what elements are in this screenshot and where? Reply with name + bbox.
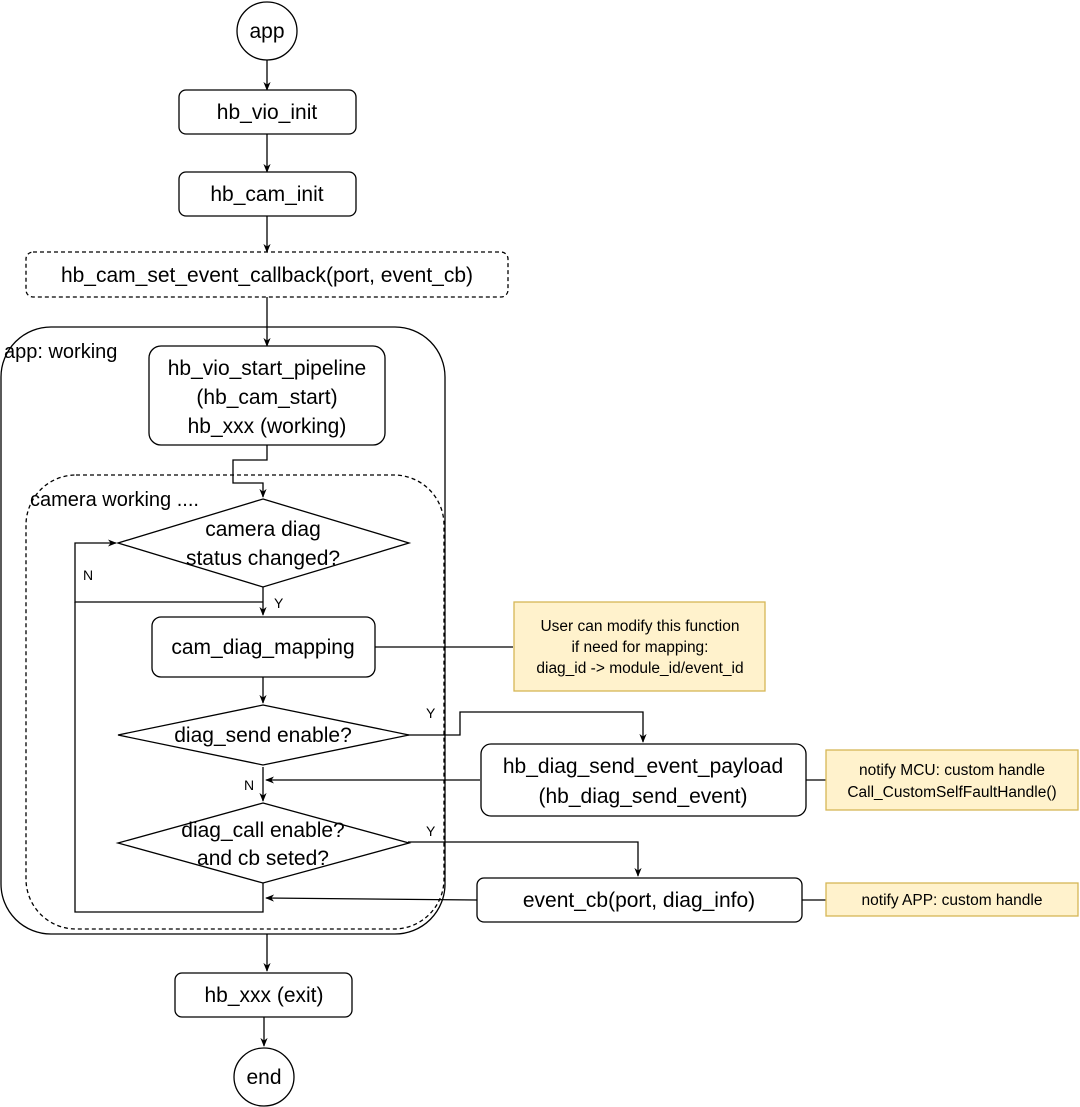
start-node [236, 1, 298, 61]
mapping-note-line-2: if need for mapping: [571, 639, 708, 656]
app-working-label: app: working [4, 341, 117, 363]
diag-changed-decision [115, 498, 412, 588]
cam-diag-mapping-node [151, 616, 376, 678]
edge-event-cb-to-merge [265, 894, 478, 902]
call-enable-line-1: diag_call enable? [181, 819, 344, 842]
end-node [233, 1047, 295, 1107]
end-node-label: end [246, 1066, 281, 1089]
start-pipeline-line-2: (hb_cam_start) [196, 386, 337, 409]
mapping-note [513, 601, 766, 692]
label-send-yes: Y [426, 705, 436, 721]
edge-call-yes-to-event-cb [408, 841, 642, 877]
send-event-payload-line-2: (hb_diag_send_event) [539, 785, 748, 808]
diag-changed-line-2: status changed? [186, 547, 340, 570]
app-working-container [0, 326, 446, 935]
cam-init-node [178, 171, 357, 217]
label-call-yes: Y [426, 823, 436, 839]
exit-label: hb_xxx (exit) [204, 984, 323, 1007]
mapping-note-line-3: diag_id -> module_id/event_id [536, 660, 743, 677]
event-cb-label: event_cb(port, diag_info) [523, 889, 755, 912]
set-event-callback-label: hb_cam_set_event_callback(port, event_cb… [61, 264, 473, 287]
exit-node [174, 972, 353, 1018]
mapping-note-line-1: User can modify this function [540, 618, 739, 635]
call-enable-line-2: and cb seted? [197, 847, 329, 870]
edge-pipeline-to-decision [232, 445, 268, 498]
start-pipeline-node [148, 345, 386, 446]
send-event-payload-line-1: hb_diag_send_event_payload [503, 755, 783, 778]
mcu-note-line-2: Call_CustomSelfFaultHandle() [847, 784, 1056, 801]
app-note [825, 882, 1079, 917]
start-pipeline-line-1: hb_vio_start_pipeline [168, 357, 366, 380]
event-cb-node [476, 877, 803, 923]
label-changed-no: N [83, 567, 93, 583]
set-event-callback-node [25, 251, 509, 298]
mcu-note-line-1: notify MCU: custom handle [859, 762, 1045, 779]
mcu-note [825, 749, 1079, 811]
vio-init-node [178, 89, 357, 135]
start-node-label: app [249, 20, 284, 43]
cam-diag-mapping-label: cam_diag_mapping [171, 636, 354, 659]
send-event-payload-node [480, 743, 807, 817]
label-changed-yes: Y [274, 595, 284, 611]
edges [74, 60, 826, 1047]
app-note-label: notify APP: custom handle [862, 892, 1043, 909]
label-send-no: N [244, 777, 254, 793]
diag-changed-line-1: camera diag [205, 518, 321, 541]
send-enable-decision [117, 704, 410, 766]
edge-call-no-loop [74, 602, 264, 913]
camera-working-container [25, 474, 445, 930]
vio-init-label: hb_vio_init [217, 101, 318, 124]
call-enable-decision [115, 802, 412, 884]
edge-send-yes-to-payload [408, 711, 647, 743]
edge-decision-no-loop [74, 539, 263, 603]
cam-init-label: hb_cam_init [210, 183, 323, 206]
send-enable-label: diag_send enable? [174, 724, 352, 747]
start-pipeline-line-3: hb_xxx (working) [188, 415, 347, 438]
camera-working-label: camera working .... [30, 489, 199, 511]
